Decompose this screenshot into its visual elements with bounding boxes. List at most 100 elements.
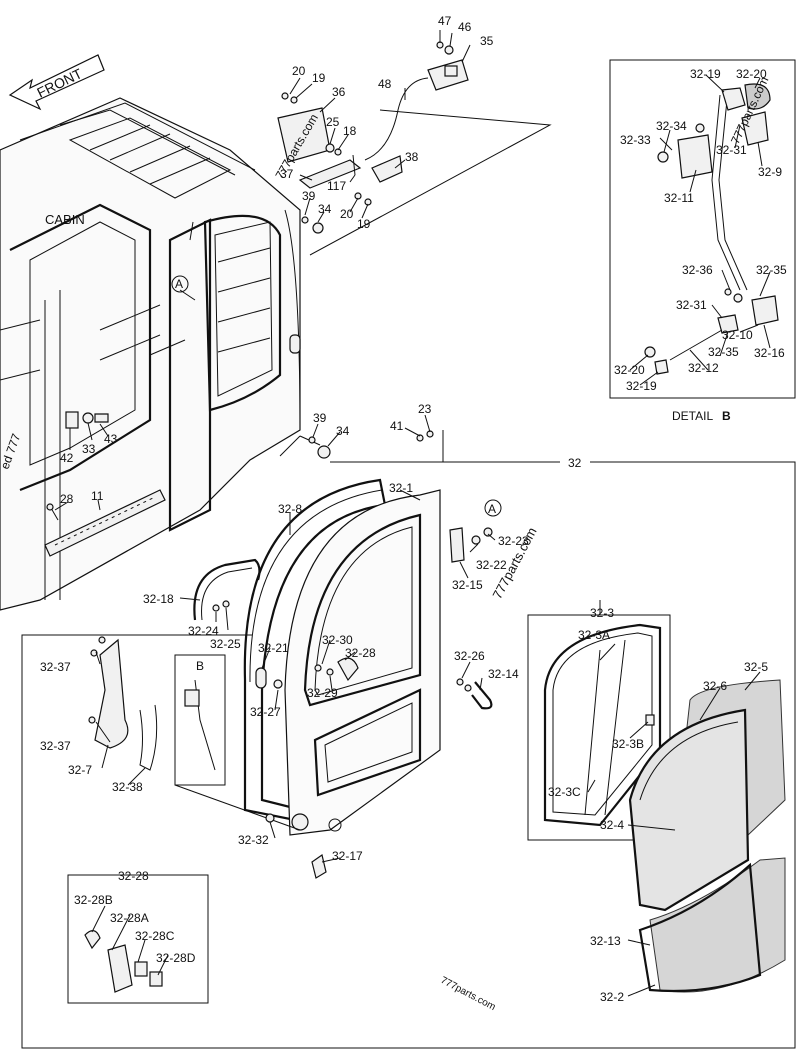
label: 32-9 (758, 165, 782, 179)
cabin-label: CABIN (45, 212, 85, 227)
label: 32-28C (135, 929, 175, 943)
cabin-body (0, 97, 301, 611)
label: 32-29 (307, 686, 338, 700)
label: 35 (480, 34, 494, 48)
label: 32-22 (476, 558, 507, 572)
label: 32-34 (656, 119, 687, 133)
label: 20 (340, 207, 354, 221)
label: 32-19 (690, 67, 721, 81)
label: 32-11 (664, 191, 694, 205)
label: 42 (60, 451, 74, 465)
label: 32-7 (68, 763, 92, 777)
detail-caption-prefix: DETAIL (672, 409, 713, 423)
label: 11 (91, 489, 104, 503)
group-32-frame (21, 430, 796, 1049)
label: 32 (568, 456, 582, 470)
callout-a-marker: A (488, 502, 496, 516)
window-assembly-32-3 (527, 614, 671, 841)
label: 32-5 (744, 660, 768, 674)
label: 32-1 (389, 481, 413, 495)
label: 41 (390, 419, 404, 433)
door-panel-32-1 (284, 489, 441, 836)
label: 39 (302, 189, 316, 203)
label: 33 (82, 442, 96, 456)
label: 32-10 (722, 328, 753, 342)
label: 32-37 (40, 660, 71, 674)
label: 32-33 (620, 133, 651, 147)
detail-caption: DETAIL B (672, 409, 731, 423)
label: 32-16 (754, 346, 785, 360)
label: 37 (280, 167, 294, 181)
label: 32-28A (110, 911, 149, 925)
label: 32-14 (488, 667, 519, 681)
callout-a-marker: A (175, 277, 183, 291)
label: 32-8 (278, 502, 302, 516)
label: 39 (313, 411, 327, 425)
label: 32-3C (548, 785, 581, 799)
callout-b-marker: B (196, 659, 204, 673)
latch-box-b (174, 654, 301, 831)
label: 32-30 (322, 633, 353, 647)
detail-b-panel (609, 59, 796, 399)
label: 32-37 (40, 739, 71, 753)
label: 32-28B (74, 893, 113, 907)
label: 32-24 (188, 624, 219, 638)
parts-32-32-32-17 (265, 813, 327, 879)
striker-39-34 (279, 435, 331, 459)
striker-32-14 (456, 678, 493, 710)
watermark: 777parts.com (439, 975, 498, 1013)
label: 25 (326, 115, 340, 129)
label: 32-35 (756, 263, 787, 277)
detail-caption-letter: B (722, 409, 731, 423)
upper-latch-assembly (277, 41, 552, 256)
label: 34 (318, 202, 332, 216)
label: 32-3B (612, 737, 644, 751)
knob-inset-32-28 (67, 874, 209, 1004)
label: 32-25 (210, 637, 241, 651)
label: 32-3A (578, 628, 610, 642)
front-label: FRONT (34, 65, 85, 101)
label: 46 (458, 20, 472, 34)
label: 32-36 (682, 263, 713, 277)
label: 32-35 (708, 345, 739, 359)
roof-ribs (68, 117, 232, 199)
bracket-32-7 (88, 636, 158, 771)
inner-handle-parts (255, 657, 359, 689)
label: 32-32 (238, 833, 269, 847)
label: 32-31 (676, 298, 707, 312)
label: 32-28D (156, 951, 196, 965)
label: 32-4 (600, 818, 624, 832)
label: 32-28 (345, 646, 376, 660)
label: 32-31 (716, 143, 747, 157)
label: 18 (343, 124, 357, 138)
label: 20 (292, 64, 306, 78)
label: 32-20 (614, 363, 645, 377)
label: 32-13 (590, 934, 621, 948)
leader-lines (54, 30, 771, 997)
label: 38 (405, 150, 419, 164)
label: 34 (336, 424, 350, 438)
label: 19 (357, 217, 371, 231)
handle-32-18 (193, 558, 261, 621)
label: 48 (378, 77, 392, 91)
label: 32-3 (590, 606, 614, 620)
glass-32-2 (638, 857, 786, 993)
label: 32-15 (452, 578, 483, 592)
label: 28 (60, 492, 74, 506)
part-number-labels: 47 46 35 20 19 36 48 25 18 38 37 117 39 … (40, 14, 787, 1004)
label: 32-2 (600, 990, 624, 1004)
label: 32-20 (736, 67, 767, 81)
label: 32-23 (498, 534, 529, 548)
label: 32-6 (703, 679, 727, 693)
bolt-28 (46, 503, 59, 521)
label: 32-21 (258, 641, 289, 655)
label: 32-38 (112, 780, 143, 794)
hinge-parts-42-33-43 (65, 411, 109, 429)
label: 36 (332, 85, 346, 99)
label: 32-18 (143, 592, 174, 606)
glass-32-4 (628, 708, 750, 912)
label: 117 (327, 179, 346, 193)
label: 32-27 (250, 705, 281, 719)
